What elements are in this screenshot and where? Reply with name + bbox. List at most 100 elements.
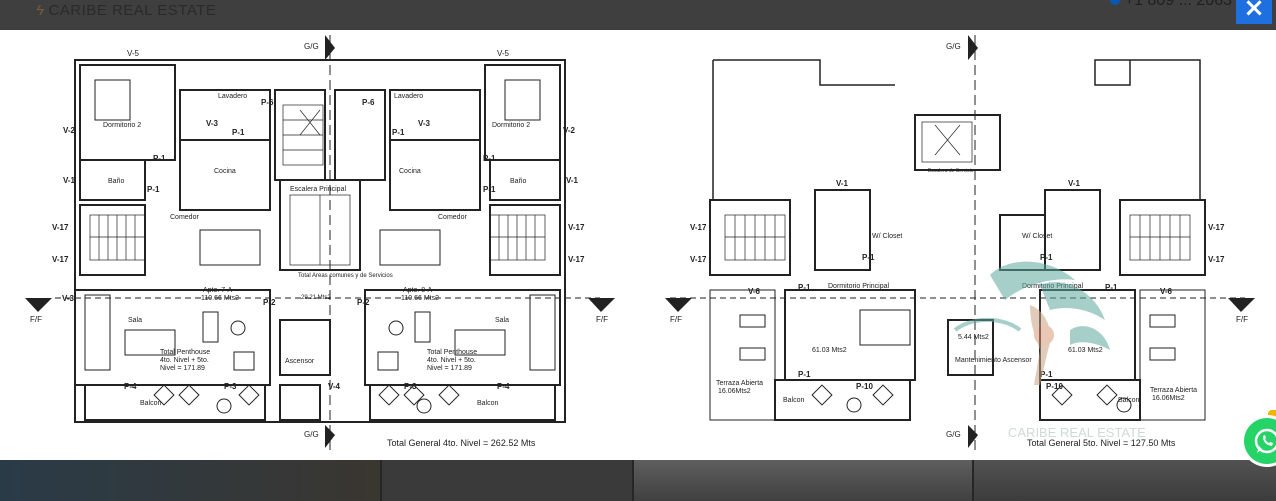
label-v1: V-1 (836, 179, 849, 188)
label-apto-7a: Apto. 7-A (203, 287, 233, 294)
label-p4: P-4 (497, 382, 510, 391)
label-total-penthouse-value: Nivel = 171.89 (160, 365, 205, 372)
label-v17: V-17 (568, 223, 585, 232)
label-v17: V-17 (52, 223, 69, 232)
label-bano: Baño (510, 178, 526, 185)
ff-marker-icon (665, 298, 692, 312)
label-wcloset: W/ Closet (1022, 233, 1052, 240)
thumbnail[interactable] (0, 460, 380, 501)
label-v17: V-17 (568, 255, 585, 264)
floor-plan-drawing: G/G G/G F/F F/F V-5 V-5 Lavadero Lavader… (25, 35, 1255, 450)
label-ff: F/F (30, 315, 42, 324)
label-v1: V-1 (1068, 179, 1081, 188)
whatsapp-icon (1254, 428, 1276, 454)
label-p1: P-1 (1105, 283, 1118, 292)
label-terraza-value: 16.06Mts2 (718, 388, 751, 395)
label-gg: G/G (304, 42, 319, 51)
label-p10: P-10 (856, 382, 873, 391)
label-balcon: Balcon (477, 400, 499, 407)
label-areas-comunes: Total Areas comunes y de Servicios (298, 273, 393, 279)
label-p1: P-1 (147, 185, 160, 194)
label-terraza: Terraza Abierta (1150, 387, 1197, 394)
brand-name: CARIBE REAL ESTATE (48, 2, 217, 19)
label-cocina: Cocina (399, 168, 421, 175)
thumbnail[interactable] (382, 460, 632, 501)
label-gg-bottom: G/G (304, 430, 319, 439)
label-v1: V-1 (63, 176, 76, 185)
label-p1: P-1 (798, 370, 811, 379)
label-balcon: Balcon (1118, 397, 1140, 404)
label-lavadero: Lavadero (394, 93, 423, 100)
thumbnail[interactable] (634, 460, 972, 501)
label-total-penthouse: Total Penthouse (427, 349, 477, 356)
phone-contact[interactable]: +1 809 ... 2063 (1109, 0, 1232, 10)
label-mantenimiento: Mantenimiento Ascensor (955, 357, 1032, 364)
label-p6: P-6 (362, 98, 375, 107)
total-4to-nivel: Total General 4to. Nivel = 262.52 Mts (387, 438, 536, 448)
ff-marker-icon (588, 298, 615, 312)
ff-marker-icon (25, 298, 52, 312)
label-p1: P-1 (153, 154, 166, 163)
label-total-penthouse-value: Nivel = 171.89 (427, 365, 472, 372)
label-total-penthouse-levels: 4to. Nivel + 5to. (427, 357, 476, 364)
label-sala: Sala (128, 317, 142, 324)
label-terraza: Terraza Abierta (716, 380, 763, 387)
close-lightbox-button[interactable]: × (1236, 0, 1272, 24)
label-p2: P-2 (357, 298, 370, 307)
thumbnail[interactable] (974, 460, 1276, 501)
watermark-text: CARIBE REAL ESTATE (1008, 425, 1146, 440)
label-v1: V-1 (566, 176, 579, 185)
label-areas-value: 29.21 Mts2 (301, 295, 331, 301)
label-cocina: Cocina (214, 168, 236, 175)
label-p10: P-10 (1046, 382, 1063, 391)
whatsapp-button[interactable] (1244, 418, 1276, 464)
label-ascensor-area: 5.44 Mts2 (958, 334, 989, 341)
label-p1: P-1 (862, 253, 875, 262)
label-v17: V-17 (1208, 223, 1225, 232)
label-p1: P-1 (232, 128, 245, 137)
label-comedor: Comedor (170, 214, 199, 221)
gg-marker-icon (325, 425, 335, 448)
watermark-logo-icon (953, 261, 1110, 385)
phone-number: +1 809 ... 2063 (1124, 0, 1232, 9)
total-5to-nivel: Total General 5to. Nivel = 127.50 Mts (1027, 438, 1176, 448)
label-gg-bottom: G/G (946, 430, 961, 439)
label-v3: V-3 (206, 119, 219, 128)
label-wcloset: W/ Closet (872, 233, 902, 240)
label-v5: V-5 (497, 49, 510, 58)
label-p6: P-6 (261, 98, 274, 107)
label-escalera: Escalera Principal (290, 186, 346, 193)
label-dormitorio-2: Dormitorio 2 (492, 122, 530, 129)
label-area: 61.03 Mts2 (1068, 347, 1103, 354)
label-ascensor: Ascensor (285, 358, 315, 365)
label-sala: Sala (495, 317, 509, 324)
label-ff: F/F (596, 315, 608, 324)
label-p2: P-2 (263, 298, 276, 307)
label-p4: P-4 (124, 382, 137, 391)
label-gg: G/G (946, 42, 961, 51)
label-bano: Baño (108, 178, 124, 185)
label-v2: V-2 (63, 126, 76, 135)
label-terraza-value: 16.06Mts2 (1152, 395, 1185, 402)
label-p3: P-3 (404, 382, 417, 391)
label-balcon: Balcon (783, 397, 805, 404)
label-v17: V-17 (690, 223, 707, 232)
label-escalera-servicio: Escalera de Servicio (928, 168, 974, 174)
ff-marker-icon (1228, 298, 1255, 312)
gg-marker-icon (325, 35, 335, 60)
label-p3: P-3 (224, 382, 237, 391)
label-p1: P-1 (483, 154, 496, 163)
label-p1: P-1 (483, 185, 496, 194)
label-p1: P-1 (1040, 253, 1053, 262)
label-v6: V-6 (748, 287, 761, 296)
label-p1: P-1 (798, 283, 811, 292)
label-v4: V-4 (328, 382, 341, 391)
label-v2: V-2 (563, 126, 576, 135)
label-v3: V-3 (418, 119, 431, 128)
logo-mark-icon: ϟ (36, 2, 45, 19)
label-v17: V-17 (52, 255, 69, 264)
label-ff: F/F (1236, 315, 1248, 324)
floor-plan-image: G/G G/G F/F F/F V-5 V-5 Lavadero Lavader… (0, 30, 1276, 460)
